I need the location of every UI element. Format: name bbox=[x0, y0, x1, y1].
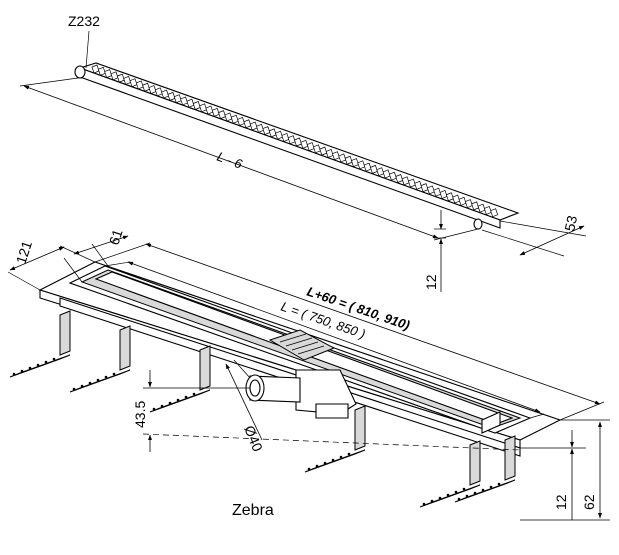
leg-hole bbox=[168, 401, 172, 405]
outlet-siphon bbox=[245, 369, 357, 419]
leg-hole bbox=[422, 502, 426, 506]
leg-hole bbox=[12, 372, 16, 376]
grate-slot bbox=[490, 208, 499, 218]
grate-length-ext-right bbox=[433, 228, 479, 241]
nominal-length-dimension bbox=[127, 261, 541, 413]
leg-foot bbox=[9, 354, 71, 378]
leg-hole bbox=[323, 461, 327, 465]
leg-hole bbox=[52, 357, 56, 361]
grate-width-ext-bottom bbox=[481, 229, 565, 257]
leg-hole bbox=[497, 482, 501, 486]
outlet-diameter-ext bbox=[233, 359, 251, 379]
leg-upright bbox=[119, 325, 131, 371]
grate-length-label: L - 6 bbox=[215, 149, 245, 172]
siphon-base bbox=[315, 403, 349, 419]
leg-hole bbox=[28, 366, 32, 370]
leg-hole bbox=[446, 493, 450, 497]
channel-width-ext-left bbox=[63, 257, 83, 283]
leg-hole bbox=[96, 378, 100, 382]
leg-hole bbox=[465, 494, 469, 498]
leg-hole bbox=[152, 407, 156, 411]
grate-right-lug bbox=[473, 218, 483, 230]
grate-length-dimension bbox=[23, 85, 439, 239]
leg-foot bbox=[69, 369, 131, 393]
part-code-leader bbox=[85, 30, 90, 69]
channel-drawing bbox=[38, 261, 562, 457]
outlet-diameter-leader bbox=[225, 363, 263, 441]
total-length-ext-left bbox=[94, 242, 151, 263]
leg-hole bbox=[462, 487, 466, 491]
leg-hole bbox=[430, 499, 434, 503]
leg-foot bbox=[419, 484, 481, 508]
leg-hole bbox=[331, 458, 335, 462]
leg-hole bbox=[438, 496, 442, 500]
channel-end-cap bbox=[481, 411, 501, 434]
leg-hole bbox=[307, 467, 311, 471]
flange-height-label: 12 bbox=[553, 494, 569, 510]
leg-hole bbox=[473, 491, 477, 495]
leg-foot bbox=[454, 479, 516, 503]
grate-left-end bbox=[74, 65, 86, 79]
leg-foot bbox=[149, 389, 211, 413]
leg-hole bbox=[44, 360, 48, 364]
leg-foot bbox=[304, 449, 366, 473]
frame-width-label: 121 bbox=[13, 239, 36, 266]
leg-upright bbox=[469, 440, 481, 486]
grate-slots bbox=[91, 64, 499, 218]
channel-body bbox=[59, 297, 521, 457]
leg-hole bbox=[315, 464, 319, 468]
leg-hole bbox=[112, 372, 116, 376]
grate-width-label: 53 bbox=[561, 214, 580, 233]
leg-hole bbox=[489, 485, 493, 489]
leg-hole bbox=[192, 392, 196, 396]
leg-hole bbox=[20, 369, 24, 373]
leg-hole bbox=[184, 395, 188, 399]
leg-hole bbox=[457, 497, 461, 501]
leg-hole bbox=[72, 387, 76, 391]
leg-hole bbox=[176, 398, 180, 402]
outlet-pipe-bore bbox=[249, 379, 261, 397]
frame-width-dimension bbox=[9, 246, 65, 271]
grate-front-face bbox=[79, 67, 501, 229]
leg-upright bbox=[199, 345, 211, 391]
leg-hole bbox=[347, 452, 351, 456]
leg-hole bbox=[160, 404, 164, 408]
grate-length-ext-left bbox=[19, 77, 79, 87]
leg-hole bbox=[481, 488, 485, 492]
model-name-label: Zebra bbox=[232, 502, 274, 519]
leg-hole bbox=[339, 455, 343, 459]
channel-width-dimension bbox=[73, 235, 129, 255]
grate-height-label: 12 bbox=[423, 274, 439, 290]
total-height-label: 62 bbox=[581, 494, 597, 510]
leg-hole bbox=[80, 384, 84, 388]
outlet-height-label: 43.5 bbox=[132, 401, 148, 428]
leg-upright bbox=[59, 310, 71, 356]
channel-width-label: 61 bbox=[106, 227, 126, 247]
outlet-height-ext-bottom bbox=[142, 433, 521, 451]
leg-hole bbox=[454, 490, 458, 494]
part-code-label: Z232 bbox=[68, 13, 100, 29]
grate-drawing bbox=[74, 62, 520, 230]
leg-hole bbox=[36, 363, 40, 367]
total-length-ext-right bbox=[559, 401, 605, 421]
nominal-length-ext-left bbox=[104, 261, 131, 267]
frame-width-ext-left bbox=[7, 271, 41, 291]
leg-upright bbox=[504, 435, 516, 481]
leg-hole bbox=[104, 375, 108, 379]
nominal-length-ext-right bbox=[529, 413, 545, 419]
leg-hole bbox=[88, 381, 92, 385]
